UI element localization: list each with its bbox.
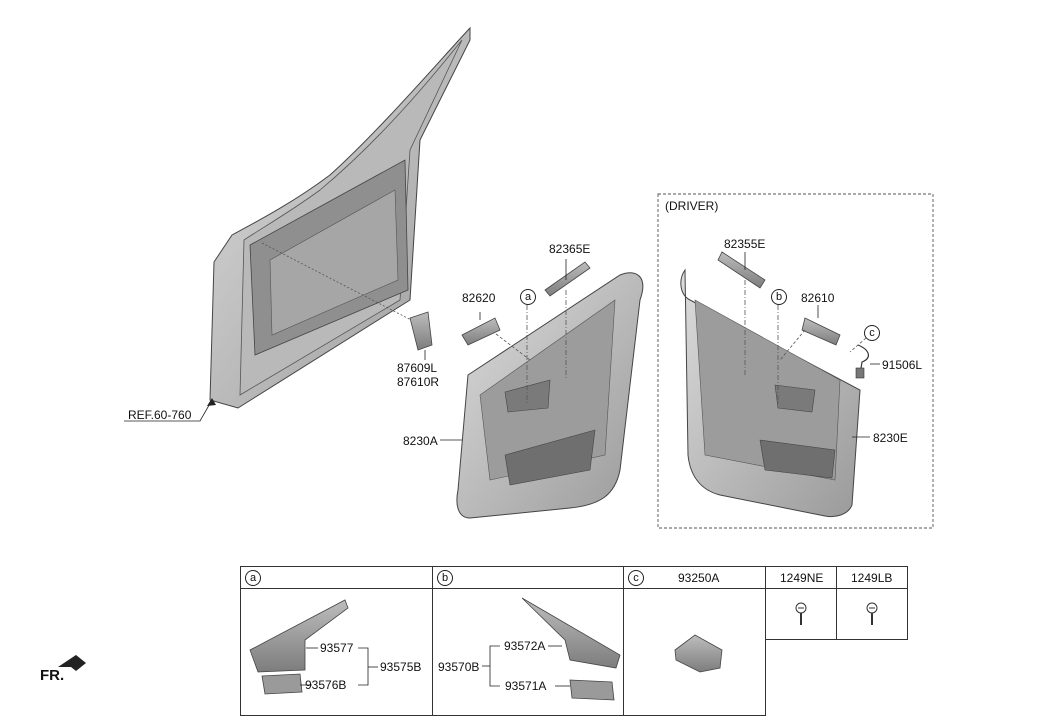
part-87609l: [409, 311, 433, 351]
trim-panel-8230a: [456, 272, 644, 519]
table-callout-b: b: [437, 570, 453, 586]
table-cell-1249lb: [836, 588, 908, 640]
screw-1249ne-icon: [795, 602, 807, 625]
table-part-93572a: 93572A: [504, 639, 546, 653]
part-label-87610r: 87610R: [397, 375, 440, 389]
ref-label: REF.60-760: [128, 408, 192, 422]
table-cell-1249ne: [765, 588, 837, 640]
part-label-91506l: 91506L: [882, 358, 923, 372]
part-label-82355e: 82355E: [724, 237, 766, 251]
table-header-a: [240, 566, 433, 589]
strip-82355e: [717, 251, 766, 289]
table-part-93571a: 93571A: [505, 679, 547, 693]
table-part-93576b: 93576B: [305, 678, 347, 692]
part-label-82365e: 82365E: [549, 242, 591, 256]
table-part-93570b: 93570B: [438, 660, 480, 674]
part-label-82610: 82610: [801, 291, 835, 305]
callout-b: b: [771, 289, 787, 305]
part-label-8230a: 8230A: [403, 434, 438, 448]
screw-1249lb-icon: [866, 602, 878, 625]
ref-leader: [124, 399, 213, 422]
callout-a: a: [520, 289, 536, 305]
table-part-93577: 93577: [320, 641, 354, 655]
switch-93250a: [674, 634, 723, 673]
switch-panel-93570b: [482, 597, 621, 701]
front-arrow-icon: [58, 655, 86, 671]
part-label-82620: 82620: [462, 291, 496, 305]
table-header-b: [432, 566, 624, 589]
switch-panel-93575b: [249, 599, 378, 695]
driver-label: (DRIVER): [665, 199, 719, 213]
part-label-87609l: 87609L: [397, 361, 438, 375]
table-part-1249lb: 1249LB: [851, 571, 893, 585]
driver-box: [657, 193, 934, 529]
table-callout-a: a: [245, 570, 261, 586]
handle-82610: [801, 317, 841, 346]
table-cell-c: [623, 588, 766, 716]
callout-c: c: [864, 325, 880, 341]
trim-panel-8230e: [680, 268, 861, 518]
wire-91506l: [857, 344, 869, 376]
door-frame: [209, 26, 471, 409]
part-label-8230e: 8230E: [873, 431, 908, 445]
table-part-93575b: 93575B: [380, 660, 422, 674]
handle-82620: [461, 317, 501, 346]
table-part-1249ne: 1249NE: [780, 571, 824, 585]
front-label: FR.: [40, 667, 65, 684]
table-callout-c: c: [628, 570, 644, 586]
table-part-93250a: 93250A: [678, 571, 720, 585]
strip-82365e: [544, 261, 591, 297]
